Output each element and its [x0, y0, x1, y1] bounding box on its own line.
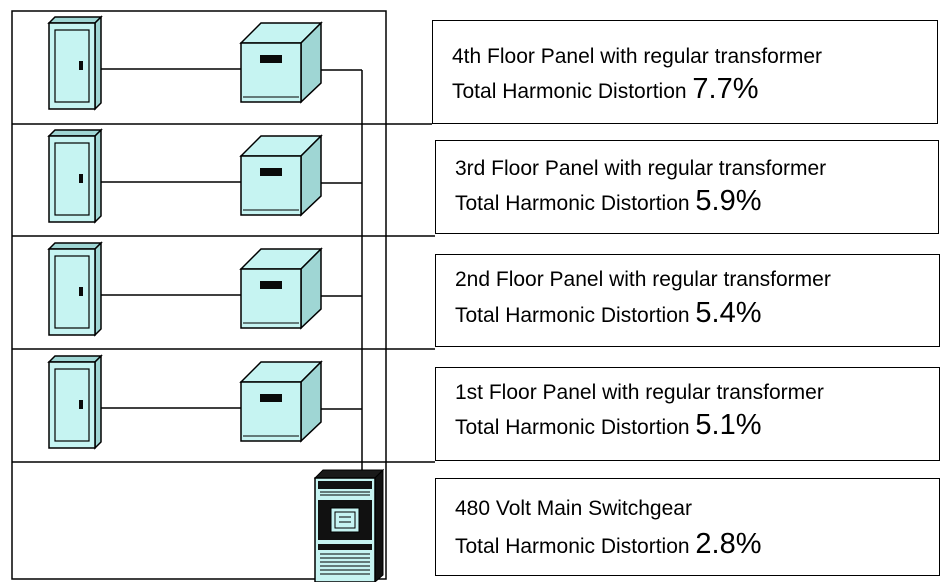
floor-2-label-box: 2nd Floor Panel with regular transformer… [435, 254, 940, 347]
transformer-icon [239, 247, 323, 330]
floor-2-thd-value: 5.4% [695, 297, 762, 329]
switchgear-label-box: 480 Volt Main Switchgear Total Harmonic … [435, 478, 940, 576]
transformer-icon [239, 134, 323, 217]
floor-3-equipment [47, 128, 362, 224]
floor-4-panel-label: 4th Floor Panel with regular transformer [452, 45, 822, 68]
floor-4-thd-value: 7.7% [692, 73, 759, 105]
floor-4-label-box: 4th Floor Panel with regular transformer… [432, 20, 938, 124]
floor-1-thd-label: Total Harmonic Distortion [455, 416, 696, 439]
floor-2-thd-label: Total Harmonic Distortion [455, 304, 696, 327]
building-outline [11, 10, 387, 580]
transformer-icon [239, 360, 323, 443]
floor-2-panel-label: 2nd Floor Panel with regular transformer [455, 268, 831, 291]
floor-1-panel-label: 1st Floor Panel with regular transformer [455, 381, 824, 404]
switchgear-thd-value: 2.8% [695, 528, 762, 560]
floor-1-label-box: 1st Floor Panel with regular transformer… [435, 367, 940, 461]
switchgear-label: 480 Volt Main Switchgear [455, 497, 692, 520]
floor-1-equipment [47, 354, 362, 450]
electrical-panel-icon [47, 128, 103, 224]
floor-3-thd-label: Total Harmonic Distortion [455, 192, 696, 215]
floor-2-equipment [47, 241, 362, 337]
transformer-icon [239, 21, 323, 104]
floor-1-thd-value: 5.1% [695, 409, 762, 441]
electrical-panel-icon [47, 241, 103, 337]
floor-3-label-box: 3rd Floor Panel with regular transformer… [435, 140, 939, 234]
electrical-panel-icon [47, 354, 103, 450]
floor-4-thd-label: Total Harmonic Distortion [452, 80, 693, 103]
electrical-panel-icon [47, 15, 103, 111]
floor-3-thd-value: 5.9% [695, 185, 762, 217]
floor-4-equipment [47, 15, 362, 111]
switchgear-icon [313, 468, 385, 582]
floor-3-panel-label: 3rd Floor Panel with regular transformer [455, 157, 827, 180]
switchgear-thd-label: Total Harmonic Distortion [455, 535, 696, 558]
